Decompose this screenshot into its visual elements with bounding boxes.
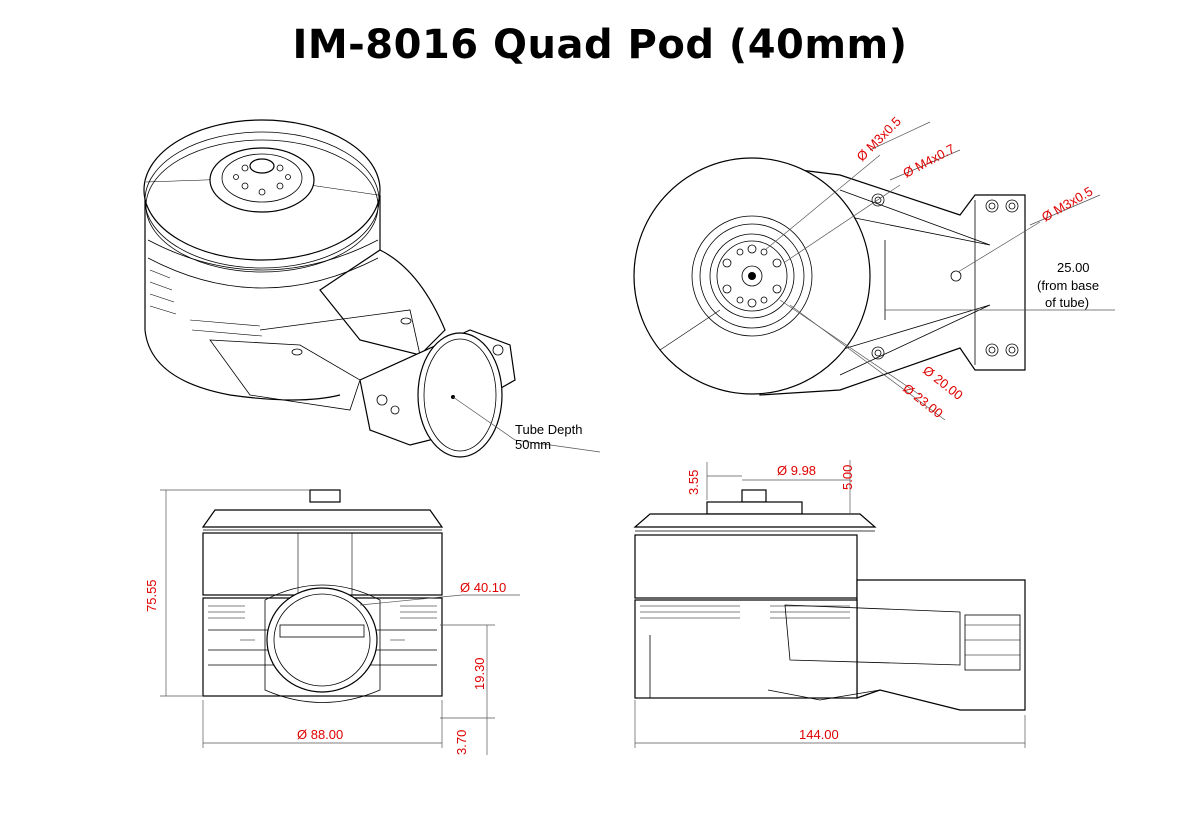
tube-height-dim: 19.30 bbox=[472, 657, 487, 690]
height-dim: 75.55 bbox=[144, 579, 159, 612]
thread-m3-label-2: Ø M3x0.5 bbox=[1039, 183, 1095, 224]
tube-depth-label: Tube Depth bbox=[515, 422, 582, 437]
shaft-offset-dim: 3.55 bbox=[686, 470, 701, 495]
bottom-gap-dim: 3.70 bbox=[454, 730, 469, 755]
top-view bbox=[633, 121, 1115, 421]
isometric-view bbox=[143, 119, 601, 458]
width-dim: Ø 88.00 bbox=[297, 727, 343, 742]
shaft-dia-dim: Ø 9.98 bbox=[777, 463, 816, 478]
offset-value: 25.00 bbox=[1057, 260, 1090, 275]
tube-dia-dim: Ø 40.10 bbox=[460, 580, 506, 595]
thread-m4-label: Ø M4x0.7 bbox=[900, 141, 957, 181]
offset-note-1: (from base bbox=[1037, 278, 1099, 293]
side-view bbox=[633, 460, 1026, 748]
tube-depth-value: 50mm bbox=[515, 437, 551, 452]
front-view bbox=[160, 489, 520, 755]
length-dim: 144.00 bbox=[799, 727, 839, 742]
offset-note-2: of tube) bbox=[1045, 295, 1089, 310]
shaft-height-dim: 5.00 bbox=[840, 465, 855, 490]
thread-m3-label-1: Ø M3x0.5 bbox=[854, 114, 904, 164]
page-title: IM-8016 Quad Pod (40mm) bbox=[292, 22, 908, 68]
